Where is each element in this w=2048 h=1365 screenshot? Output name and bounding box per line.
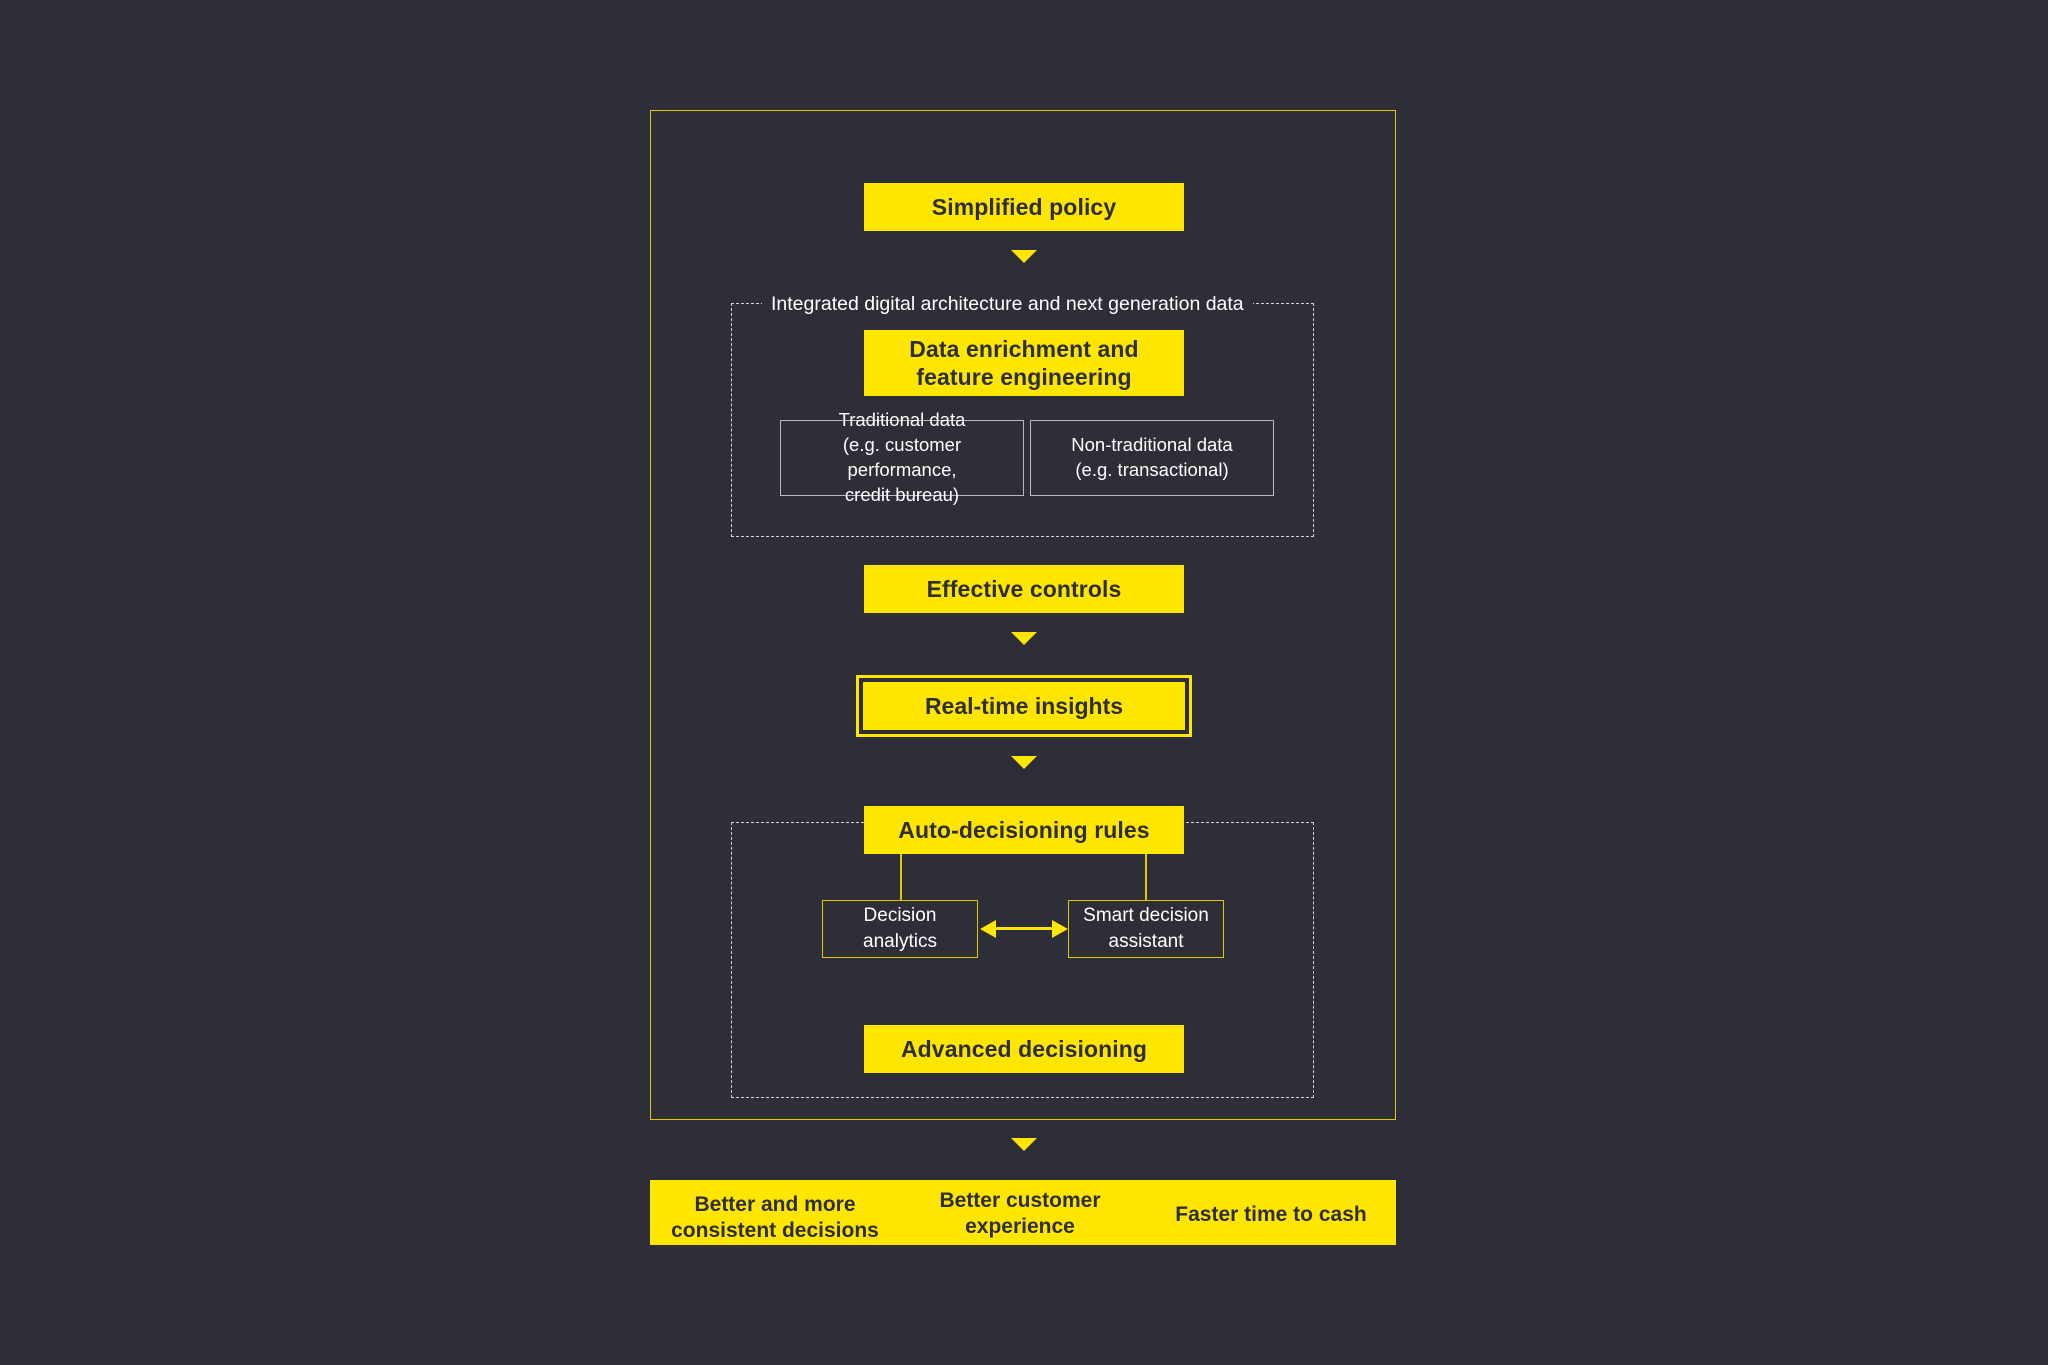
bidirectional-link-icon [980,918,1068,940]
step-simplified-policy[interactable]: Simplified policy [864,183,1184,231]
arrow-controls-to-insights [1011,632,1037,645]
data-source-non-traditional[interactable]: Non-traditional data (e.g. transactional… [1030,420,1274,496]
arrow-policy-to-architecture [1011,250,1037,263]
connector-rules-to-decision-analytics [900,843,902,911]
decision-analytics-box[interactable]: Decision analytics [822,900,978,958]
connector-rules-to-smart-assistant [1145,843,1147,911]
outcome-item-2: Faster time to cash [1175,1203,1367,1226]
outcome-item-1: Better customer experience [939,1189,1101,1238]
step-realtime-insights-label: Real-time insights [863,682,1185,730]
arrow-insights-to-autodecisioning [1011,756,1037,769]
outcome-item-0: Better and more consistent decisions [671,1193,879,1242]
step-effective-controls[interactable]: Effective controls [864,565,1184,613]
process-frame [650,110,1396,1120]
step-realtime-insights[interactable]: Real-time insights [856,675,1192,737]
step-advanced-decisioning[interactable]: Advanced decisioning [864,1025,1184,1073]
group-integrated-architecture-label: Integrated digital architecture and next… [762,294,1253,315]
step-data-enrichment[interactable]: Data enrichment and feature engineering [864,330,1184,396]
outcomes-bar: Better and more consistent decisions Bet… [650,1180,1396,1245]
data-source-traditional[interactable]: Traditional data (e.g. customer performa… [780,409,1024,505]
arrow-frame-to-outcomes [1011,1138,1037,1151]
smart-decision-assistant-box[interactable]: Smart decision assistant [1068,900,1224,958]
step-auto-decisioning-rules[interactable]: Auto-decisioning rules [864,806,1184,854]
